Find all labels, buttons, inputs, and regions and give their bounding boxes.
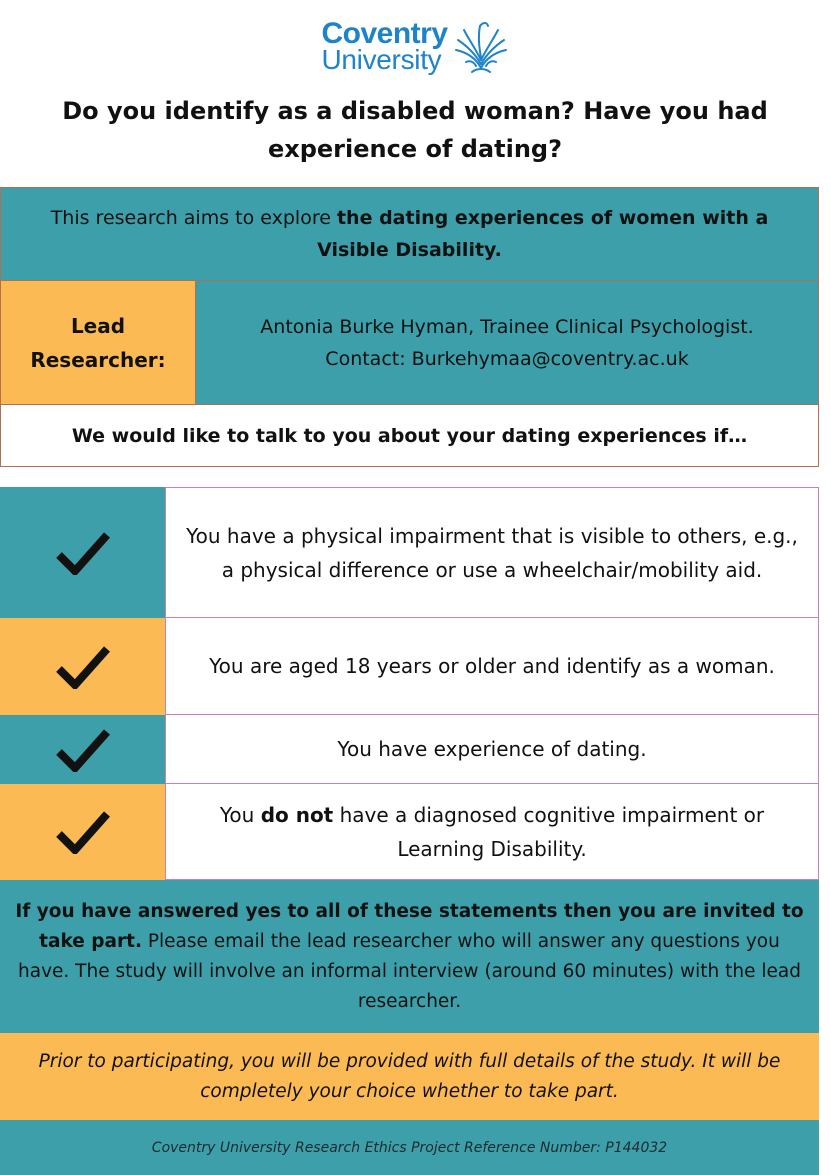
phoenix-icon [454, 22, 507, 73]
criterion-1-text: You have a physical impairment that is v… [165, 487, 819, 618]
invitation-box: If you have answered yes to all of these… [0, 880, 819, 1033]
prior-notice: Prior to participating, you will be prov… [0, 1033, 819, 1120]
logo-line-1: Coventry [321, 16, 448, 50]
page-title: Do you identify as a disabled woman? Hav… [62, 97, 768, 163]
lead-researcher-label: Lead Researcher: [0, 281, 196, 405]
checkmark-icon [55, 811, 110, 854]
criterion-4-check-cell [0, 784, 165, 880]
invite-bold: If you have answered yes to all of these… [15, 900, 804, 952]
criteria-intro: We would like to talk to you about your … [0, 405, 819, 467]
criterion-3-check-cell [0, 715, 165, 784]
criterion-2-text: You are aged 18 years or older and ident… [165, 618, 819, 715]
logo-line-2: University [321, 43, 442, 75]
criterion-1-check-cell [0, 487, 165, 618]
research-aim-box: This research aims to explore the dating… [0, 187, 819, 281]
checkmark-icon [55, 531, 110, 575]
criterion-4-text: You do not have a diagnosed cognitive im… [165, 784, 819, 880]
lead-researcher-contact: Antonia Burke Hyman, Trainee Clinical Ps… [195, 281, 819, 405]
criterion-2-check-cell [0, 618, 165, 715]
invite-rest: Please email the lead researcher who wil… [18, 930, 801, 1012]
aim-bold: the dating experiences of women with a V… [317, 207, 769, 261]
aim-prefix: This research aims to explore [50, 207, 337, 229]
ethics-reference: Coventry University Research Ethics Proj… [0, 1120, 819, 1175]
coventry-university-logo: Coventry University [0, 14, 831, 78]
checkmark-icon [55, 728, 110, 772]
criterion-3-text: You have experience of dating. [165, 715, 819, 784]
checkmark-icon [55, 645, 110, 689]
